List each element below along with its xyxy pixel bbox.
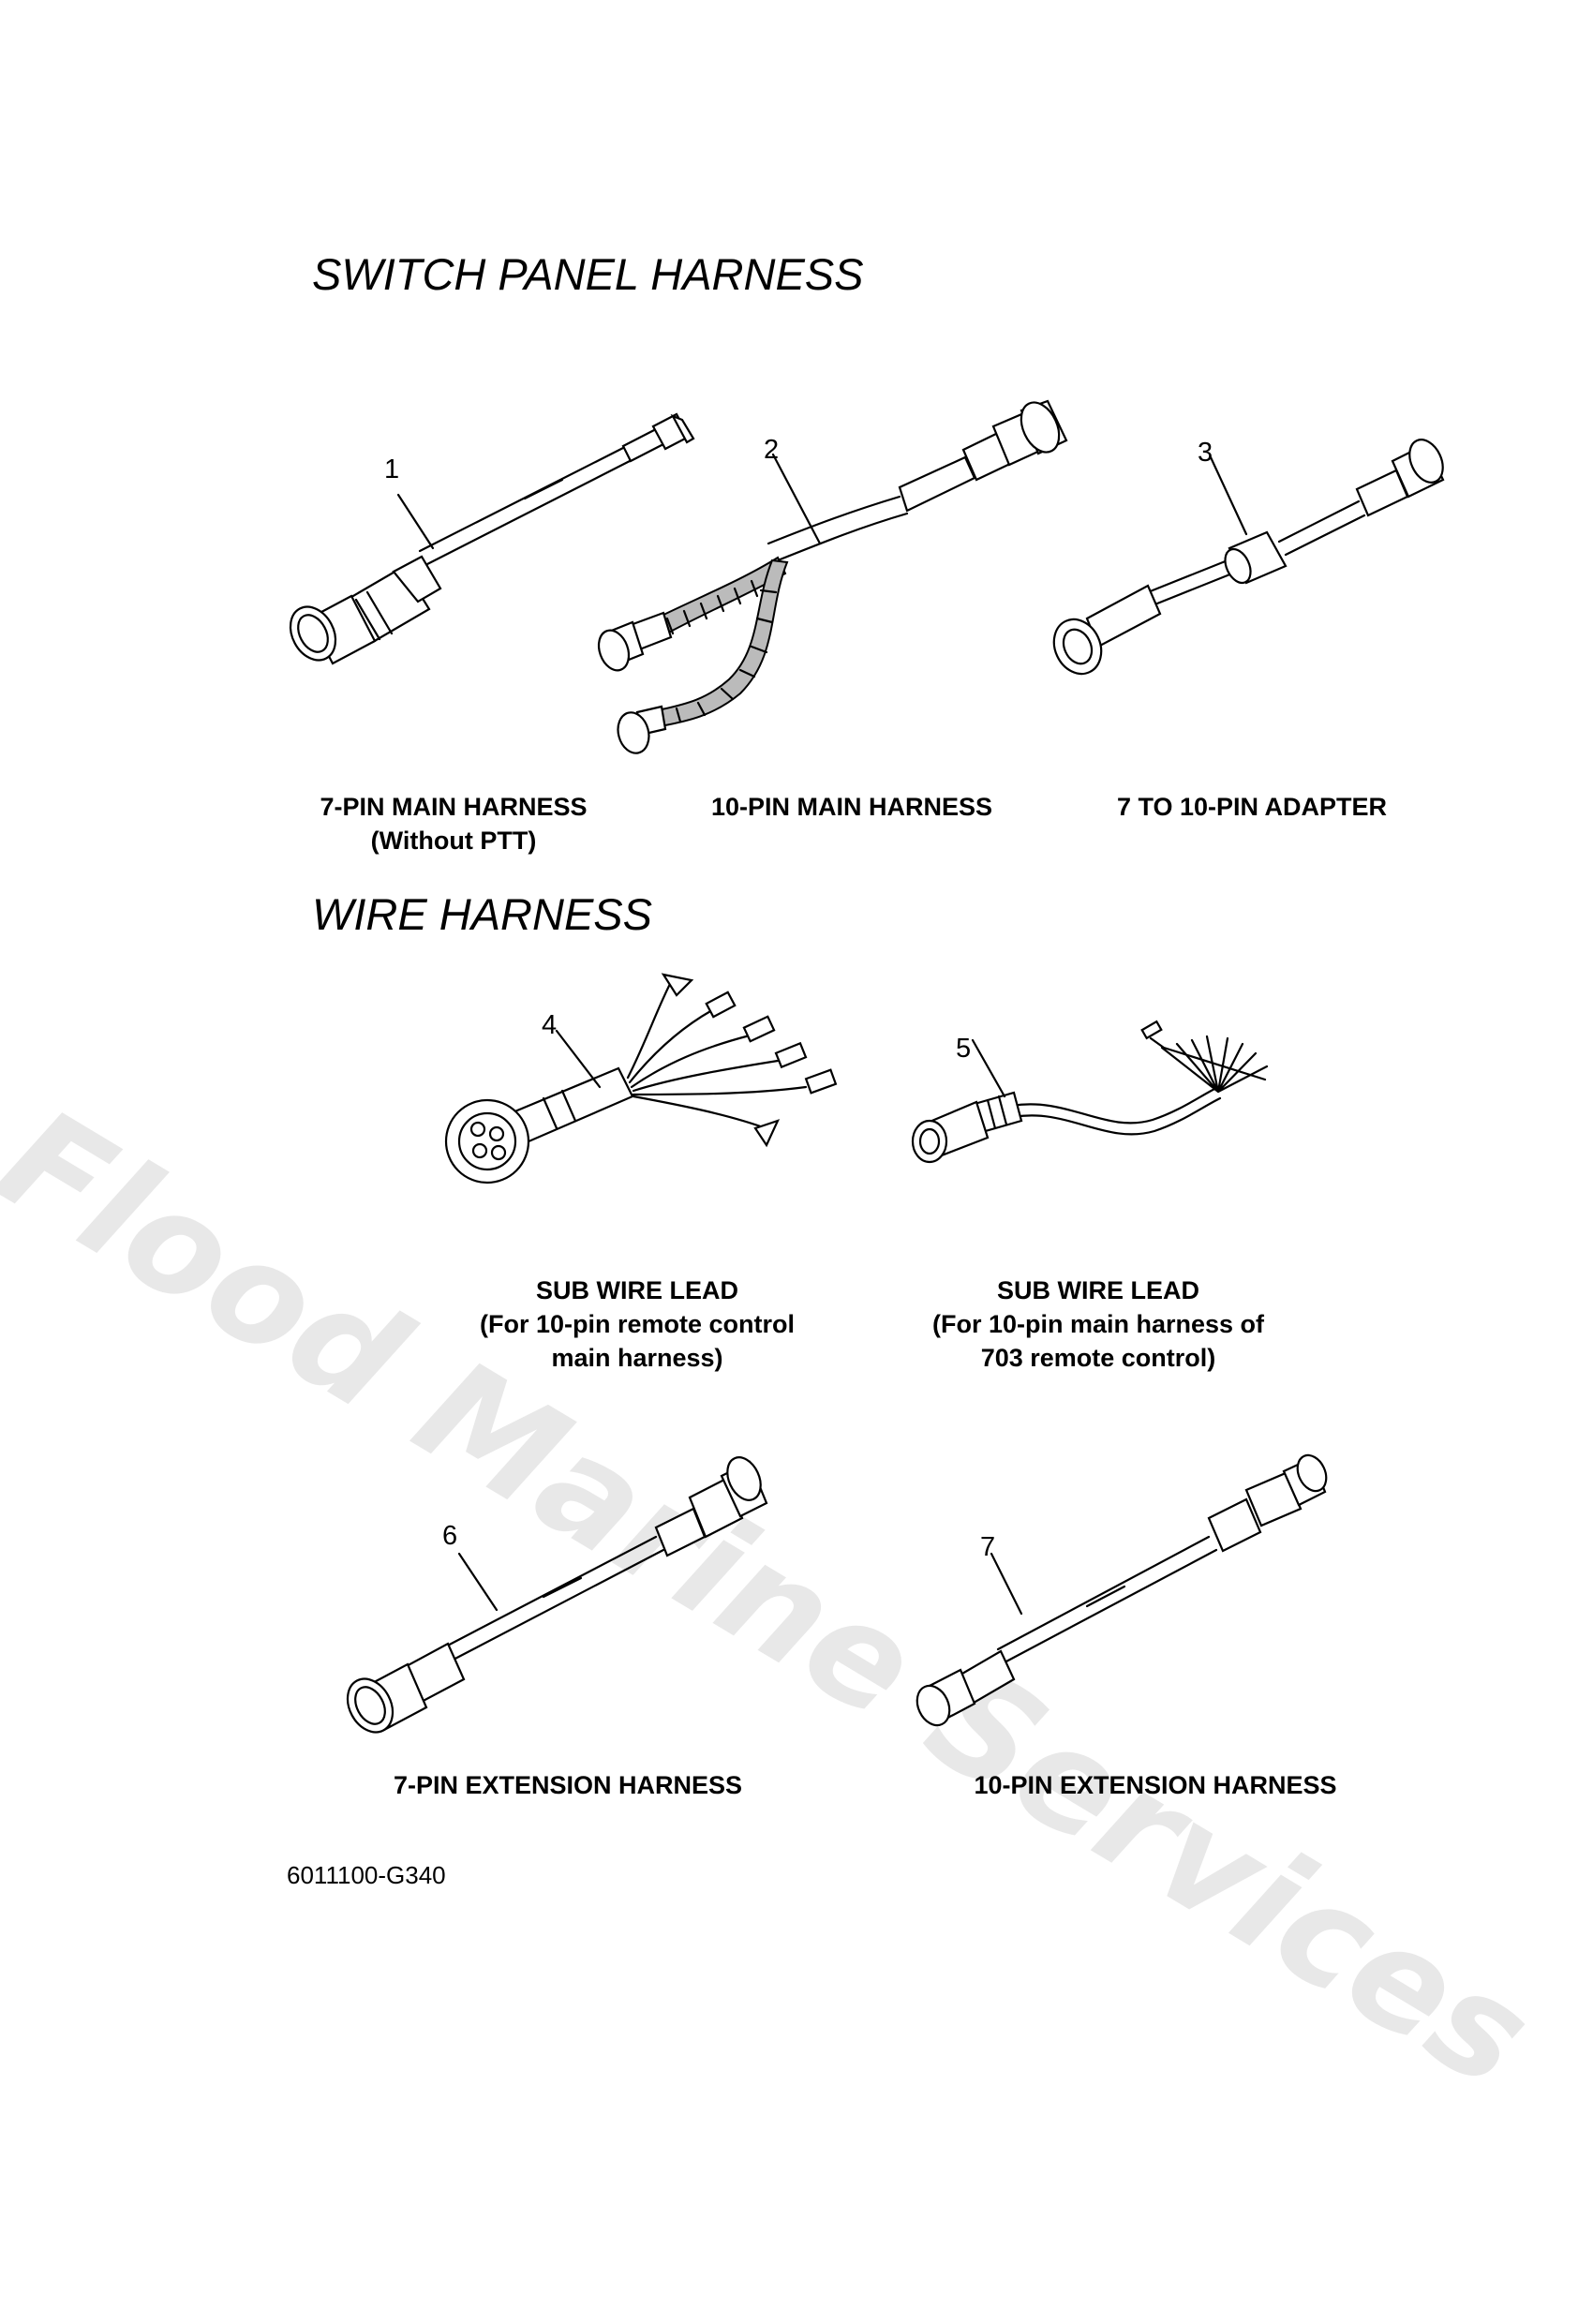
part-7-illustration <box>916 1453 1328 1727</box>
caption-part-3: 7 TO 10-PIN ADAPTER <box>1117 790 1387 824</box>
caption-part-7: 10-PIN EXTENSION HARNESS <box>974 1768 1336 1802</box>
part-number-1: 1 <box>384 454 400 484</box>
caption-part-5-line3: 703 remote control) <box>980 1344 1216 1372</box>
part-number-7: 7 <box>980 1532 996 1562</box>
caption-part-7-line1: 10-PIN EXTENSION HARNESS <box>974 1771 1337 1799</box>
part-number-2: 2 <box>764 435 780 465</box>
part-number-4: 4 <box>542 1010 558 1040</box>
part-1-illustration <box>289 412 695 665</box>
caption-part-1-line1: 7-PIN MAIN HARNESS <box>320 793 588 821</box>
caption-part-6-line1: 7-PIN EXTENSION HARNESS <box>393 1771 743 1799</box>
caption-part-4-line1: SUB WIRE LEAD <box>536 1276 738 1304</box>
caption-part-4-line3: main harness) <box>551 1344 723 1372</box>
caption-part-5-line2: (For 10-pin main harness of <box>931 1310 1265 1338</box>
part-5-illustration <box>911 1020 1269 1164</box>
part-4-illustration <box>444 973 838 1184</box>
part-6-illustration <box>346 1456 768 1734</box>
caption-part-1-line2: (Without PTT) <box>370 827 537 855</box>
caption-part-5: SUB WIRE LEAD (For 10-pin main harness o… <box>932 1274 1264 1375</box>
caption-part-4: SUB WIRE LEAD (For 10-pin remote control… <box>480 1274 795 1375</box>
heading-switch-panel-harness: SWITCH PANEL HARNESS <box>312 249 864 299</box>
caption-part-4-line2: (For 10-pin remote control <box>479 1310 796 1338</box>
part-number-3: 3 <box>1198 438 1213 468</box>
part-number-5: 5 <box>956 1034 972 1064</box>
caption-part-1: 7-PIN MAIN HARNESS (Without PTT) <box>320 790 587 857</box>
caption-part-2-line1: 10-PIN MAIN HARNESS <box>710 793 993 821</box>
caption-part-3-line1: 7 TO 10-PIN ADAPTER <box>1116 793 1388 821</box>
caption-part-2: 10-PIN MAIN HARNESS <box>711 790 992 824</box>
part-number-6: 6 <box>442 1521 458 1551</box>
caption-part-5-line1: SUB WIRE LEAD <box>997 1276 1199 1304</box>
part-3-illustration <box>1052 439 1445 676</box>
heading-wire-harness: WIRE HARNESS <box>312 889 652 939</box>
figure-code: 6011100-G340 <box>287 1861 446 1889</box>
caption-part-6: 7-PIN EXTENSION HARNESS <box>394 1768 742 1802</box>
part-2-illustration <box>597 399 1068 754</box>
